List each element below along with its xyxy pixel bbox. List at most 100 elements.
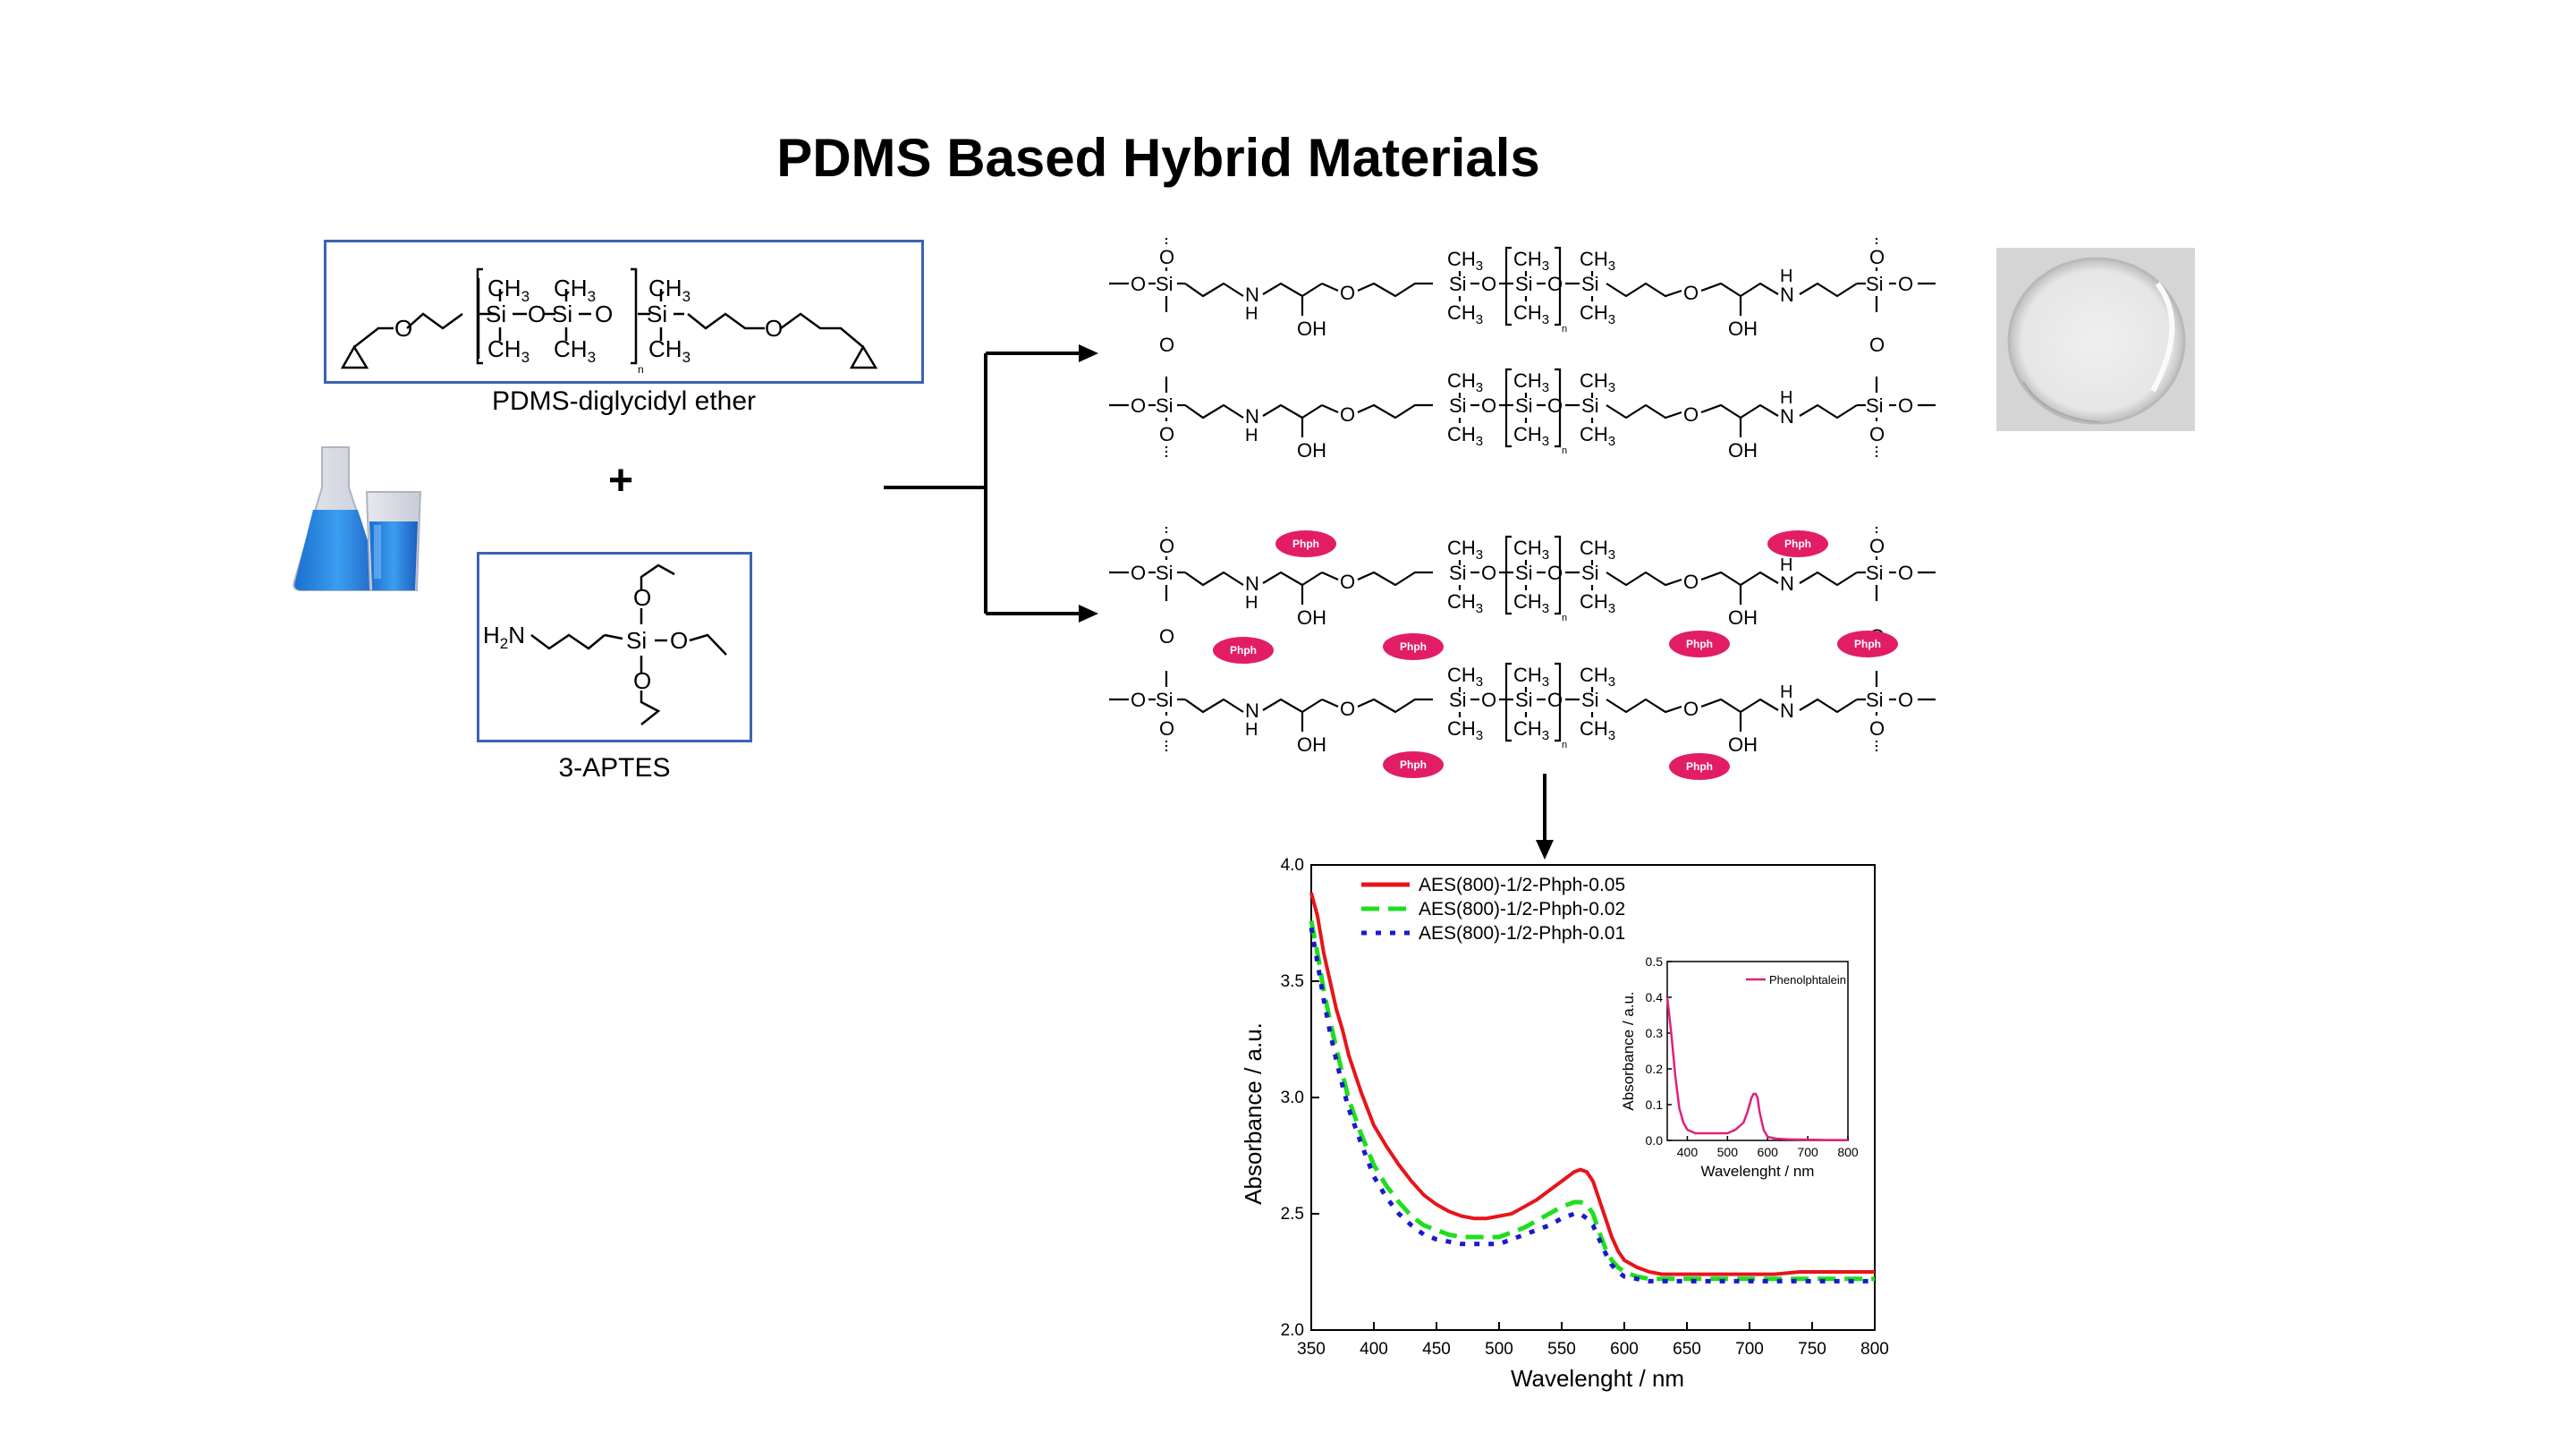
si-label: Si	[1515, 273, 1533, 295]
o-label: O	[1547, 394, 1563, 417]
phph-badge: Phph	[1275, 530, 1336, 557]
x-tick-label: 400	[1360, 1340, 1388, 1359]
inset-frame	[1666, 961, 1849, 1141]
y-tick-label: 2.0	[1281, 1321, 1304, 1340]
ch3-label: CH3	[1447, 664, 1483, 690]
ch3-label: CH3	[1580, 664, 1615, 690]
legend-label: AES(800)-1/2-Phph-0.01	[1419, 923, 1625, 944]
h-label: H	[1780, 682, 1792, 702]
repeat-n-label: n	[1562, 740, 1567, 750]
series-line	[1309, 892, 1875, 1276]
o-label: O	[1869, 717, 1885, 740]
o-label: O	[1159, 717, 1174, 740]
ch3-label: CH3	[1513, 664, 1549, 690]
amine-n-label: N	[1780, 699, 1794, 722]
o-label: O	[1159, 535, 1174, 557]
si-label: Si	[1449, 394, 1467, 417]
o-label: O	[1869, 246, 1885, 268]
o-label: O	[1159, 423, 1174, 445]
o-label: O	[1481, 689, 1496, 711]
o-label: O	[1898, 273, 1913, 295]
arrow-head-icon	[1079, 605, 1098, 623]
inset-series-line	[1665, 996, 1848, 1141]
inset-x-tick-label: 600	[1758, 1145, 1779, 1159]
x-tick-label: 450	[1422, 1340, 1451, 1359]
aptes-o-label: O	[633, 667, 651, 694]
si-label: Si	[1449, 689, 1467, 711]
o-label: O	[1340, 403, 1355, 426]
pdms-ch3-label: CH3	[487, 275, 530, 305]
o-label: O	[1547, 273, 1563, 295]
o-label: O	[1131, 273, 1146, 295]
ch3-label: CH3	[1580, 717, 1615, 743]
repeat-n-label: n	[1562, 324, 1567, 335]
inset-y-tick-label: 0.3	[1646, 1026, 1664, 1040]
oh-label: OH	[1728, 439, 1758, 462]
series-line	[1309, 927, 1875, 1284]
si-label: Si	[1866, 689, 1884, 711]
amine-n-label: N	[1245, 405, 1259, 428]
inset-legend-label: Phenolphtalein	[1769, 973, 1846, 987]
page-title: PDMS Based Hybrid Materials	[776, 128, 1540, 188]
inset-x-tick-label: 500	[1717, 1145, 1739, 1159]
h-label: H	[1245, 426, 1258, 445]
phph-badge: Phph	[1669, 753, 1730, 780]
legend-label: AES(800)-1/2-Phph-0.02	[1419, 899, 1625, 919]
si-label: Si	[1156, 273, 1174, 295]
series-line	[1309, 919, 1875, 1282]
ch3-label: CH3	[1447, 590, 1483, 616]
o-label: O	[1683, 571, 1699, 593]
aptes-caption: 3-APTES	[558, 753, 671, 783]
amine-n-label: N	[1780, 405, 1794, 428]
x-tick-label: 500	[1485, 1340, 1513, 1359]
ch3-label: CH3	[1513, 537, 1549, 563]
o-label: O	[1683, 282, 1699, 304]
phph-badge: Phph	[1669, 631, 1730, 657]
ch3-label: CH3	[1580, 369, 1615, 395]
legend-label: AES(800)-1/2-Phph-0.05	[1419, 875, 1625, 895]
aptes-si-label: Si	[626, 627, 647, 654]
si-label: Si	[1156, 562, 1174, 584]
phph-badge: Phph	[1383, 633, 1444, 660]
pdms-ch3-label: CH3	[648, 335, 691, 366]
si-label: Si	[1866, 394, 1884, 417]
pdms-si-label: Si	[647, 301, 667, 327]
o-label: O	[1131, 394, 1146, 417]
down-arrow	[1536, 774, 1554, 860]
pdms-ch3-label: CH3	[554, 275, 596, 305]
si-label: Si	[1581, 394, 1599, 417]
inset-x-tick-label: 400	[1677, 1145, 1699, 1159]
ch3-label: CH3	[1513, 590, 1549, 616]
ch3-label: CH3	[1447, 537, 1483, 563]
h-label: H	[1780, 388, 1792, 408]
pdms-repeat-n: n	[638, 363, 644, 376]
aptes-o-label: O	[670, 627, 688, 654]
si-label: Si	[1156, 394, 1174, 417]
ch3-label: CH3	[1513, 301, 1549, 327]
si-label: Si	[1449, 562, 1467, 584]
pdms-o-label: O	[528, 301, 546, 327]
pdms-o-left: O	[394, 315, 412, 342]
repeat-n-label: n	[1562, 613, 1567, 623]
flask-beaker-icon	[292, 446, 422, 591]
phph-label: Phph	[1686, 760, 1713, 773]
pdms-diglycidyl-ether-structure: O CH3 Si CH3 O CH3 Si CH3 O CH3 Si CH3 O…	[340, 267, 878, 376]
ch3-label: CH3	[1580, 590, 1615, 616]
si-label: Si	[1515, 689, 1533, 711]
si-label: Si	[1581, 562, 1599, 584]
ch3-label: CH3	[1447, 423, 1483, 449]
oh-label: OH	[1297, 606, 1326, 629]
o-label: O	[1340, 698, 1355, 720]
o-label: O	[1547, 689, 1563, 711]
pdms-caption: PDMS-diglycidyl ether	[491, 386, 757, 416]
oh-label: OH	[1297, 733, 1326, 756]
o-label: O	[1131, 562, 1146, 584]
amine-n-label: N	[1780, 572, 1794, 595]
oh-label: OH	[1728, 606, 1758, 629]
o-label: O	[1481, 394, 1496, 417]
si-label: Si	[1156, 689, 1174, 711]
o-label: O	[1683, 698, 1699, 720]
ch3-label: CH3	[1513, 369, 1549, 395]
